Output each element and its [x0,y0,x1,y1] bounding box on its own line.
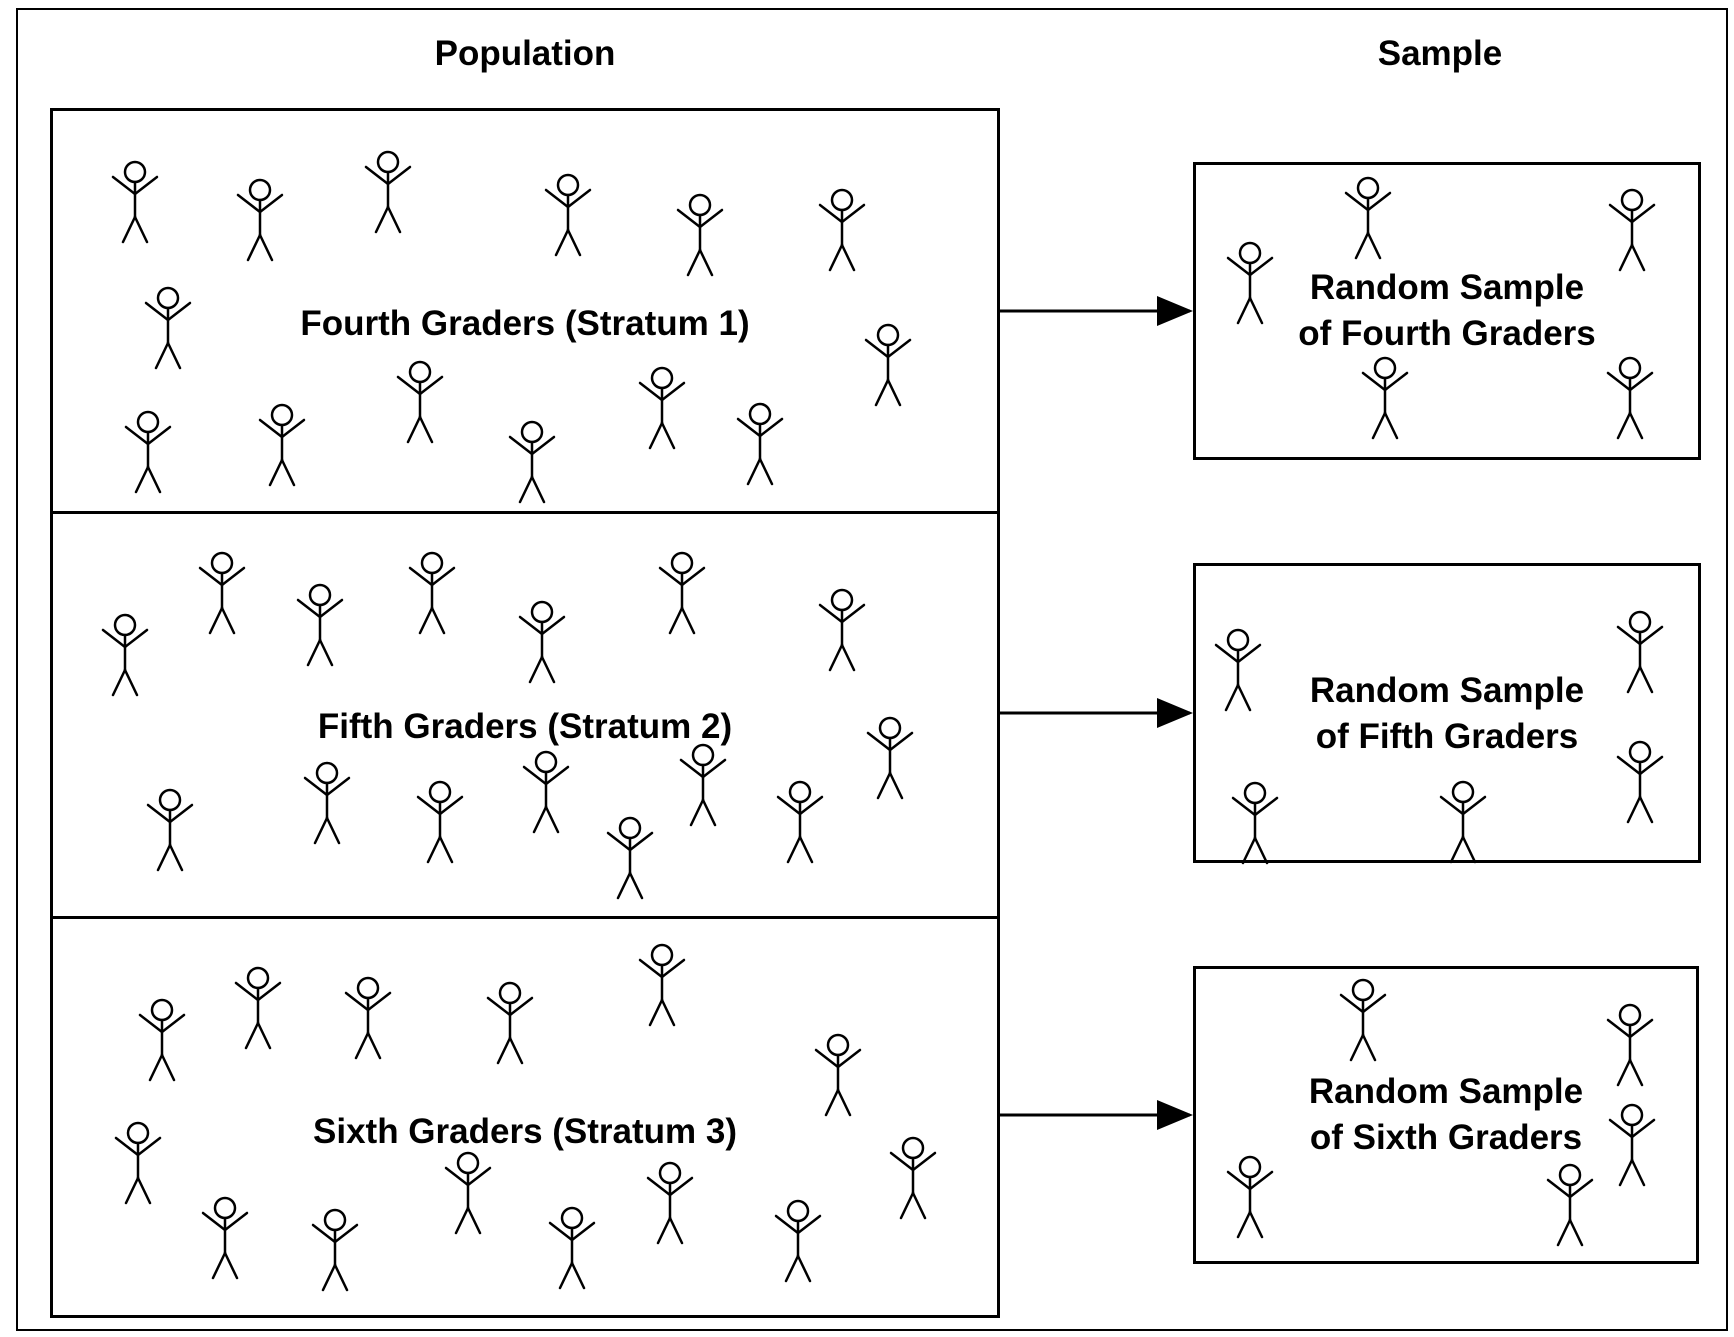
population-stratum-3-box: Sixth Graders (Stratum 3) [50,916,1000,1318]
stick-figure-icon [416,780,464,864]
population-stratum-3-label: Sixth Graders (Stratum 3) [313,1112,737,1151]
sample-header: Sample [1377,34,1503,73]
stick-figure-icon [1439,780,1487,864]
stick-figure-icon [124,410,172,494]
sample-stratum-2-label-line1: Random Sample [1309,671,1585,710]
stick-figure-icon [1226,1155,1274,1239]
sample-stratum-3-label-line1: Random Sample [1308,1072,1584,1111]
sample-stratum-2-box: Random Sample of Fifth Graders [1193,563,1701,863]
sample-stratum-3-box: Random Sample of Sixth Graders [1193,966,1699,1264]
stick-figure-icon [818,588,866,672]
stick-figure-icon [146,788,194,872]
stick-figure-icon [444,1151,492,1235]
stick-figure-icon [138,998,186,1082]
stick-figure-icon [606,816,654,900]
stick-figure-icon [1226,241,1274,325]
stick-figure-icon [736,402,784,486]
stick-figure-icon [234,966,282,1050]
stick-figure-icon [364,150,412,234]
stick-figure-icon [658,551,706,635]
stick-figure-icon [864,323,912,407]
stick-figure-icon [1339,978,1387,1062]
stick-figure-icon [1608,1103,1656,1187]
sample-stratum-1-label-line1: Random Sample [1309,268,1585,307]
stick-figure-icon [296,583,344,667]
stick-figure-icon [544,173,592,257]
stick-figure-icon [518,600,566,684]
sample-stratum-1-box: Random Sample of Fourth Graders [1193,162,1701,460]
stick-figure-icon [396,360,444,444]
stick-figure-icon [776,780,824,864]
stick-figure-icon [1361,356,1409,440]
stick-figure-icon [1616,610,1664,694]
stick-figure-icon [198,551,246,635]
sample-stratum-2-label-line2: of Fifth Graders [1315,716,1579,756]
stick-figure-icon [1608,188,1656,272]
stick-figure-icon [303,761,351,845]
stick-figure-icon [111,160,159,244]
population-stratum-2-label: Fifth Graders (Stratum 2) [317,707,733,746]
stick-figure-icon [1606,356,1654,440]
population-stratum-1-label: Fourth Graders (Stratum 1) [300,304,750,343]
population-header: Population [434,34,616,73]
stick-figure-icon [114,1121,162,1205]
stick-figure-icon [408,551,456,635]
stick-figure-icon [889,1136,937,1220]
stick-figure-icon [522,750,570,834]
stick-figure-icon [258,403,306,487]
sample-stratum-1-label-line2: of Fourth Graders [1298,313,1596,353]
stick-figure-icon [1231,781,1279,865]
stick-figure-icon [1344,176,1392,260]
stick-figure-icon [638,366,686,450]
stick-figure-icon [548,1206,596,1290]
stick-figure-icon [236,178,284,262]
stick-figure-icon [201,1196,249,1280]
stick-figure-icon [866,716,914,800]
diagram-frame [16,8,1728,1331]
stick-figure-icon [1606,1003,1654,1087]
stick-figure-icon [818,188,866,272]
sample-stratum-3-label: Random Sample of Sixth Graders [1196,1069,1696,1160]
stick-figure-icon [311,1208,359,1292]
stick-figure-icon [101,613,149,697]
stick-figure-icon [344,976,392,1060]
population-stratum-2-box: Fifth Graders (Stratum 2) [50,511,1000,919]
stick-figure-icon [814,1033,862,1117]
stick-figure-icon [679,743,727,827]
stick-figure-icon [508,420,556,504]
stick-figure-icon [144,286,192,370]
stick-figure-icon [638,943,686,1027]
stick-figure-icon [774,1199,822,1283]
sample-stratum-1-label: Random Sample of Fourth Graders [1196,265,1698,356]
sample-stratum-2-label: Random Sample of Fifth Graders [1196,668,1698,759]
sample-stratum-3-label-line2: of Sixth Graders [1309,1117,1583,1157]
stick-figure-icon [646,1161,694,1245]
stick-figure-icon [1616,740,1664,824]
stick-figure-icon [1214,628,1262,712]
stick-figure-icon [676,193,724,277]
stick-figure-icon [1546,1163,1594,1247]
stick-figure-icon [486,981,534,1065]
